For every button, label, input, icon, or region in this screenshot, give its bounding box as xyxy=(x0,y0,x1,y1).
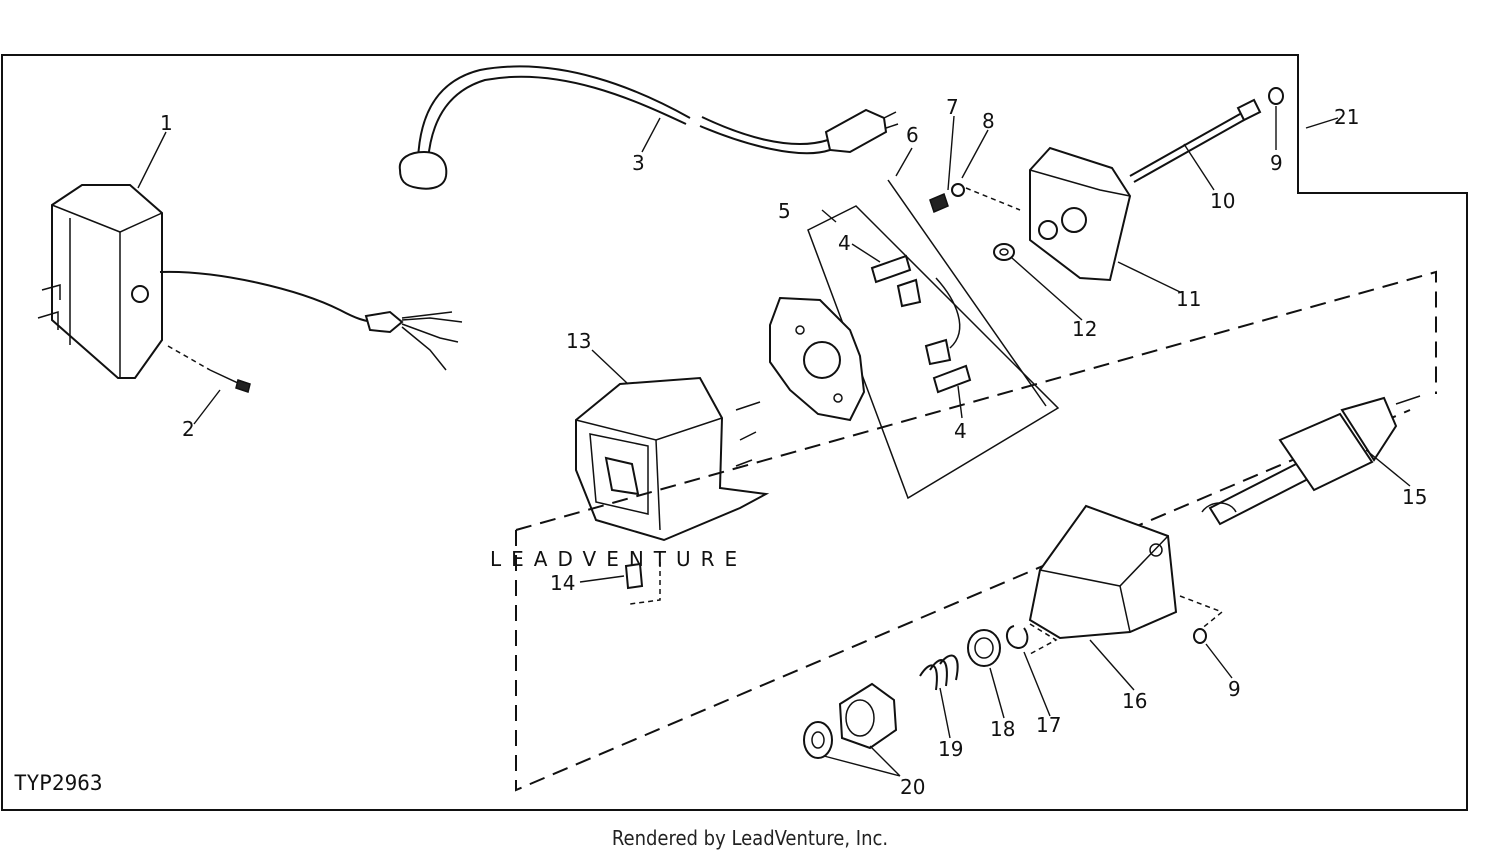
callout-20: 20 xyxy=(900,775,925,799)
footer-credit: Rendered by LeadVenture, Inc. xyxy=(611,826,889,850)
diagram-border xyxy=(1,54,1468,811)
callout-leaders xyxy=(137,106,1411,777)
part-19-spring xyxy=(919,654,959,691)
callout-labels: 1 2 3 4 4 5 6 7 8 9 9 10 11 12 13 14 15 … xyxy=(160,95,1427,799)
callout-18: 18 xyxy=(990,717,1015,741)
part-13-field-housing xyxy=(575,376,770,542)
dashed-leader-16 xyxy=(1179,595,1224,631)
callout-2: 2 xyxy=(182,417,195,441)
callout-21: 21 xyxy=(1334,105,1359,129)
callout-4-top: 4 xyxy=(838,231,851,255)
callout-13: 13 xyxy=(566,329,591,353)
part-7-8-screw-washer xyxy=(929,183,1021,214)
callout-5: 5 xyxy=(778,199,791,223)
callout-19: 19 xyxy=(938,737,963,761)
part-brush-plate xyxy=(769,296,866,422)
part-11-end-cap xyxy=(1029,146,1132,282)
callout-16: 16 xyxy=(1122,689,1147,713)
part-9-nut-top xyxy=(1268,87,1284,105)
callout-11: 11 xyxy=(1176,287,1201,311)
callout-3: 3 xyxy=(632,151,645,175)
part-3-power-cord xyxy=(398,65,899,190)
part-17-retaining-ring xyxy=(1006,625,1029,650)
callout-9-bottom: 9 xyxy=(1228,677,1241,701)
callout-10: 10 xyxy=(1210,189,1235,213)
callout-8: 8 xyxy=(982,109,995,133)
callout-9-top: 9 xyxy=(1270,151,1283,175)
part-12-washer xyxy=(993,243,1015,261)
callout-7: 7 xyxy=(946,95,959,119)
part-14-screw xyxy=(624,562,661,605)
callout-15: 15 xyxy=(1402,485,1427,509)
part-2-screw xyxy=(167,345,251,393)
dashed-leader-17 xyxy=(1029,623,1058,655)
callout-1: 1 xyxy=(160,111,173,135)
callout-6: 6 xyxy=(906,123,919,147)
part-5-brush-holder-group xyxy=(807,179,1060,500)
drawing-code: TYP2963 xyxy=(14,771,103,795)
part-1-control-box xyxy=(37,184,463,379)
callout-17: 17 xyxy=(1036,713,1061,737)
part-18-collar xyxy=(967,629,1001,667)
part-20-pinion-gear xyxy=(803,682,898,759)
part-16-drive-housing xyxy=(1028,504,1178,640)
part-15-armature xyxy=(1201,395,1421,526)
callout-4-bottom: 4 xyxy=(954,419,967,443)
part-9-nut-bottom xyxy=(1193,628,1207,644)
callout-14: 14 xyxy=(550,571,575,595)
part-10-through-bolt xyxy=(1129,98,1262,183)
watermark-text: LEADVENTURE xyxy=(490,547,747,571)
callout-12: 12 xyxy=(1072,317,1097,341)
